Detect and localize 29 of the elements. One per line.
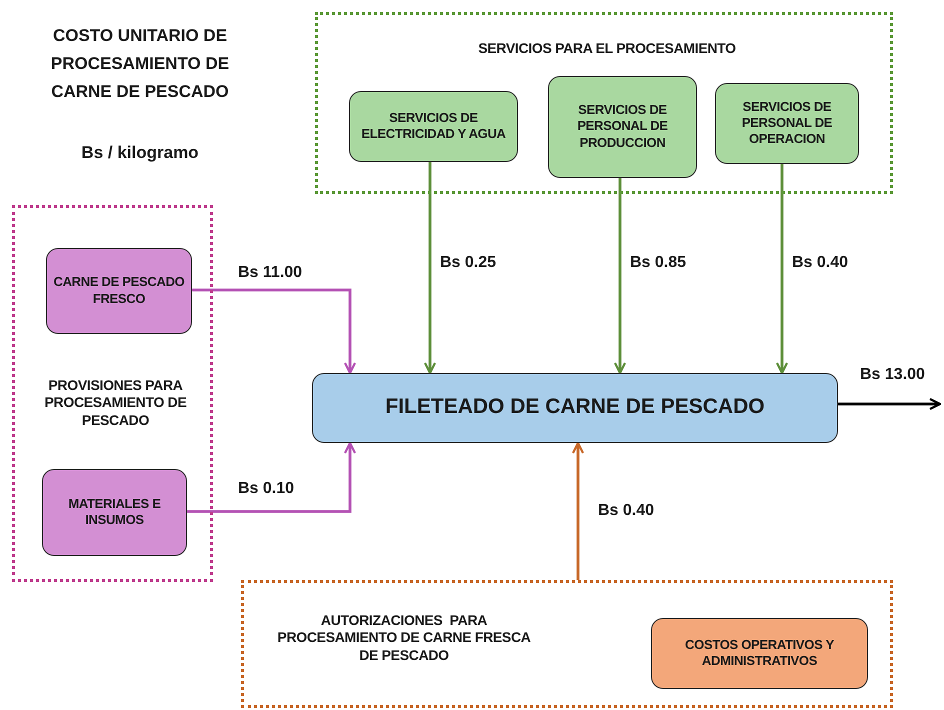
arrow (838, 398, 942, 410)
group-frame (241, 580, 893, 708)
arrow (186, 442, 356, 513)
arrow (424, 161, 436, 374)
arrow (191, 288, 356, 374)
group-heading: AUTORIZACIONES PARA PROCESAMIENTO DE CARNE FRESCA DE PESCADO (276, 610, 532, 665)
arrow (614, 177, 626, 374)
box-label: SERVICIOS DE PERSONAL DE PRODUCCION (576, 101, 669, 152)
process-box (312, 373, 838, 443)
box-label: CARNE DE PESCADO FRESCO (52, 273, 186, 308)
title: COSTO UNITARIO DE PROCESAMIENTO DE CARNE DE PESCADO (50, 25, 230, 103)
box-label: COSTOS OPERATIVOS Y ADMINISTRATIVOS (684, 636, 835, 670)
box-label: SERVICIOS DE PERSONAL DE OPERACION (740, 98, 834, 148)
box-label: MATERIALES E INSUMOS (67, 494, 162, 529)
process-box (349, 91, 518, 162)
box-label: SERVICIOS DE ELECTRICIDAD Y AGUA (360, 108, 507, 143)
arrow (776, 163, 788, 374)
arrow (572, 442, 584, 580)
process-box (548, 76, 697, 178)
box-label: FILETEADO DE CARNE DE PESCADO (384, 394, 766, 420)
process-box (42, 469, 187, 556)
group-heading: SERVICIOS PARA EL PROCESAMIENTO (477, 39, 737, 58)
subtitle: Bs / kilogramo (80, 142, 200, 164)
process-box (715, 83, 859, 164)
process-box (46, 248, 192, 334)
group-frame (315, 12, 893, 194)
group-heading: PROVISIONES PARA PROCESAMIENTO DE PESCADO (44, 376, 188, 430)
group-frame (12, 205, 213, 582)
process-box (651, 618, 868, 689)
